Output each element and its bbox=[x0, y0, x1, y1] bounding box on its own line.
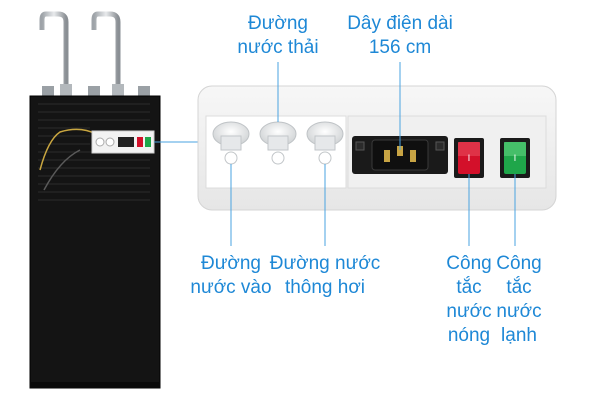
cabinet bbox=[29, 95, 161, 389]
label-waste-water: Đường nước thải bbox=[237, 13, 319, 58]
label-water-in: Đường nước vào bbox=[190, 253, 272, 298]
fitting-vent-water bbox=[306, 121, 344, 165]
fitting-water-in bbox=[212, 121, 250, 165]
faucet-icon bbox=[39, 11, 121, 92]
top-fittings bbox=[42, 84, 150, 98]
label-hot-switch: Công tắc nước nóng bbox=[446, 253, 492, 346]
cold-switch-icon: I bbox=[500, 138, 530, 178]
svg-text:I: I bbox=[468, 154, 471, 164]
leader-lines bbox=[230, 62, 516, 246]
hot-switch-icon: I bbox=[454, 138, 484, 178]
label-vent-water: Đường nước thông hơi bbox=[269, 253, 381, 298]
label-power-cord: Dây điện dài 156 cm bbox=[347, 13, 453, 58]
power-socket-icon bbox=[352, 136, 448, 174]
label-cold-switch: Công tắc nước lạnh bbox=[496, 253, 542, 346]
svg-text:I: I bbox=[514, 154, 517, 164]
